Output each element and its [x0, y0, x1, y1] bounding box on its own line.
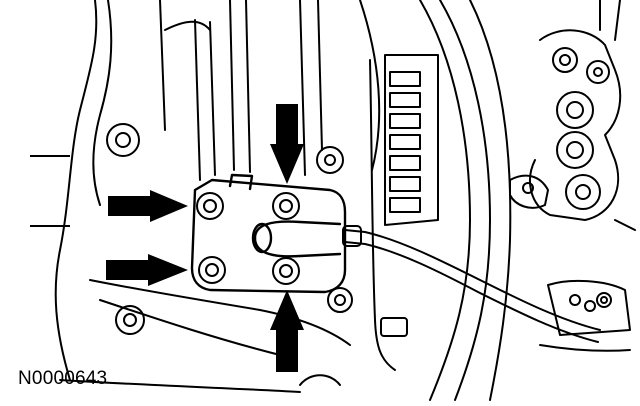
arrow-lower-left	[106, 254, 188, 286]
transmission-housing-left	[54, 0, 408, 393]
valve-body-right	[509, 0, 636, 352]
cover-bolts	[196, 192, 300, 285]
sensor-cover	[190, 173, 347, 294]
figure-id-label: N0000643	[18, 368, 108, 389]
arrow-top	[270, 104, 304, 184]
arrow-upper-left	[108, 190, 188, 222]
bolt-upper-left	[196, 192, 224, 220]
bolt-lower-left	[198, 256, 226, 284]
cooling-fins	[369, 0, 512, 401]
bolt-upper-right	[272, 192, 300, 220]
sensor-wire	[342, 225, 601, 343]
bolt-lower-right	[272, 257, 300, 285]
arrow-bottom	[270, 290, 304, 372]
